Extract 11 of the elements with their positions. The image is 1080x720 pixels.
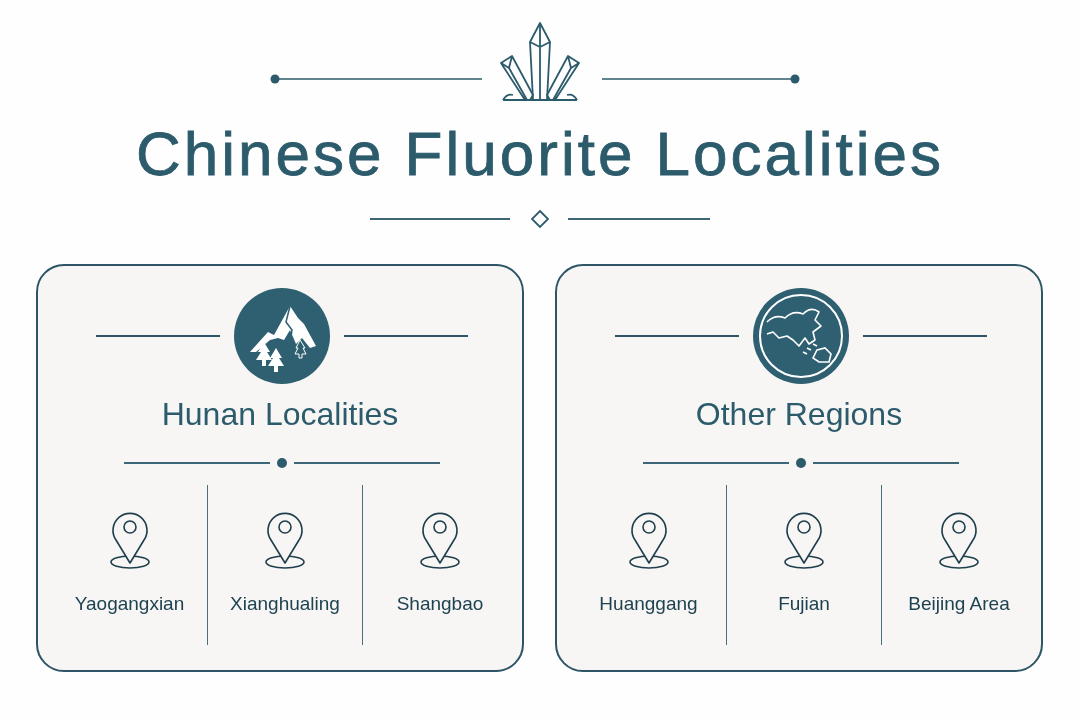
locality-name: Xianghualing	[230, 592, 340, 616]
panel-heading: Other Regions	[695, 395, 903, 434]
locality-name: Yaogangxian	[74, 592, 185, 616]
locality-name: Beijing Area	[908, 592, 1010, 616]
locality-name: Shangbao	[396, 592, 484, 616]
locality-name: Huanggang	[599, 592, 698, 616]
panel-card	[36, 264, 524, 672]
panel-heading: Hunan Localities	[161, 395, 399, 434]
locality-name: Fujian	[778, 592, 830, 616]
panel-card	[555, 264, 1043, 672]
title: Chinese Fluorite Localities	[135, 118, 945, 190]
